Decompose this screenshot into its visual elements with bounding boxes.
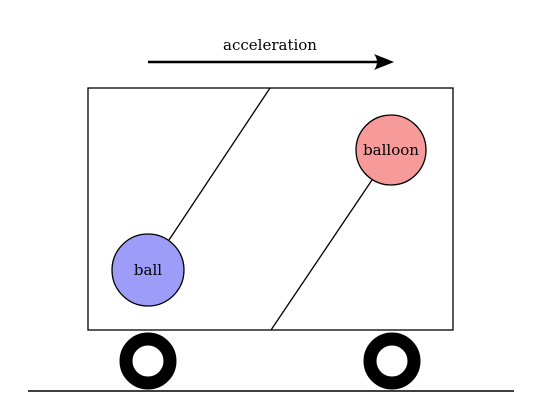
acceleration-arrow-head xyxy=(374,54,394,70)
balloon: balloon xyxy=(355,114,427,186)
ball-label: ball xyxy=(134,261,162,279)
wheel-right xyxy=(363,332,421,390)
balloon-label: balloon xyxy=(363,141,419,159)
acceleration-label: acceleration xyxy=(223,36,317,54)
wheel-left-tire xyxy=(119,332,177,390)
balloon-string xyxy=(270,179,373,331)
ball: ball xyxy=(111,233,185,307)
wheel-right-tire xyxy=(363,332,421,390)
wheel-left xyxy=(119,332,177,390)
balloon-circle xyxy=(355,114,427,186)
ball-circle xyxy=(111,233,185,307)
acceleration-arrow xyxy=(148,54,394,70)
ball-string xyxy=(168,87,271,241)
